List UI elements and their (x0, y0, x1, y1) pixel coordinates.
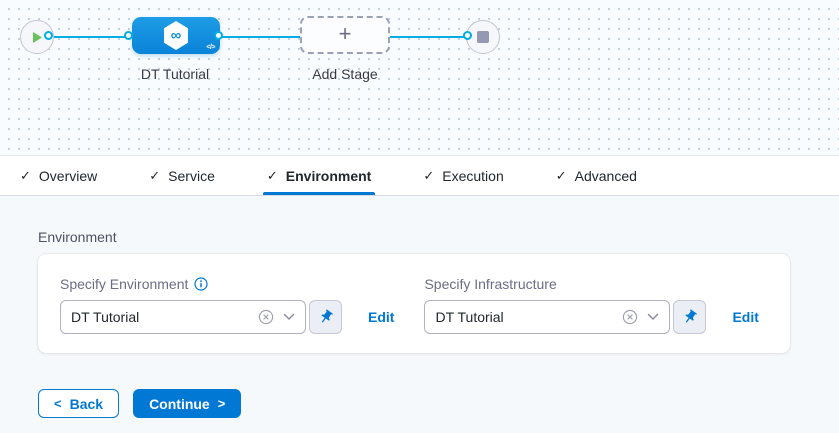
pipeline-canvas[interactable]: ∞ </> DT Tutorial + Add Stage (0, 0, 839, 156)
pin-toggle[interactable] (673, 300, 707, 334)
cd-stage-hexagon-icon: ∞ (164, 21, 188, 50)
add-stage-button[interactable]: + (300, 16, 390, 54)
back-button[interactable]: < Back (38, 389, 120, 418)
tab-service[interactable]: ✓ Service (149, 156, 215, 195)
tab-label: Execution (442, 167, 504, 184)
check-icon: ✓ (555, 167, 567, 183)
plus-icon: + (338, 21, 352, 46)
edge-connector-dot[interactable] (214, 31, 223, 40)
check-icon: ✓ (149, 167, 161, 183)
stage-node-dt-tutorial[interactable]: ∞ </> (132, 17, 220, 54)
tab-execution[interactable]: ✓ Execution (423, 156, 503, 195)
tab-label: Service (168, 167, 215, 184)
play-icon (33, 31, 42, 43)
continue-button-label: Continue (149, 395, 210, 412)
code-icon: </> (206, 44, 215, 51)
stage-name-label: DT Tutorial (140, 66, 210, 82)
edge-connector-dot[interactable] (463, 31, 472, 40)
environment-card: Specify Environment (38, 254, 790, 353)
tab-label: Overview (38, 167, 98, 184)
infrastructure-field-label: Specify Infrastructure (424, 276, 557, 292)
chevron-down-icon[interactable] (283, 313, 295, 321)
chevron-down-icon[interactable] (647, 313, 659, 321)
back-button-label: Back (69, 395, 104, 412)
chevron-right-icon: > (217, 396, 226, 411)
pin-icon (320, 309, 333, 323)
add-stage-label: Add Stage (312, 66, 378, 82)
environment-field-label: Specify Environment (60, 276, 189, 292)
stop-icon (477, 31, 489, 43)
environment-field-group: Specify Environment (60, 276, 394, 334)
pipeline-edge-line (50, 36, 470, 38)
infrastructure-field-group: Specify Infrastructure (424, 276, 759, 334)
edge-connector-dot[interactable] (44, 31, 53, 40)
infrastructure-select-input[interactable] (425, 309, 623, 325)
environment-tab-content: Environment Specify Environment (0, 196, 839, 418)
stage-tabbar: ✓ Overview ✓ Service ✓ Environment ✓ Exe… (0, 156, 839, 196)
clear-icon[interactable] (622, 309, 638, 325)
infrastructure-edit-link[interactable]: Edit (732, 309, 759, 325)
continue-button[interactable]: Continue > (133, 389, 242, 418)
clear-icon[interactable] (258, 309, 274, 325)
tab-overview[interactable]: ✓ Overview (20, 156, 97, 195)
tab-label: Environment (285, 167, 372, 184)
environment-select-input[interactable] (61, 309, 258, 325)
tab-label: Advanced (574, 167, 637, 184)
environment-select[interactable] (60, 300, 306, 334)
pin-icon (685, 309, 697, 323)
section-title: Environment (38, 229, 117, 245)
tab-advanced[interactable]: ✓ Advanced (556, 156, 637, 195)
pin-toggle[interactable] (309, 300, 342, 334)
infinity-icon: ∞ (170, 27, 182, 44)
check-icon: ✓ (20, 167, 31, 183)
edge-connector-dot[interactable] (124, 31, 133, 40)
wizard-footer: < Back Continue > (38, 389, 839, 418)
infrastructure-select[interactable] (424, 300, 671, 334)
tab-environment[interactable]: ✓ Environment (262, 156, 376, 195)
check-icon: ✓ (423, 167, 435, 183)
chevron-left-icon: < (54, 396, 62, 411)
info-icon[interactable] (194, 277, 209, 291)
check-icon: ✓ (266, 167, 278, 183)
environment-edit-link[interactable]: Edit (368, 309, 395, 325)
